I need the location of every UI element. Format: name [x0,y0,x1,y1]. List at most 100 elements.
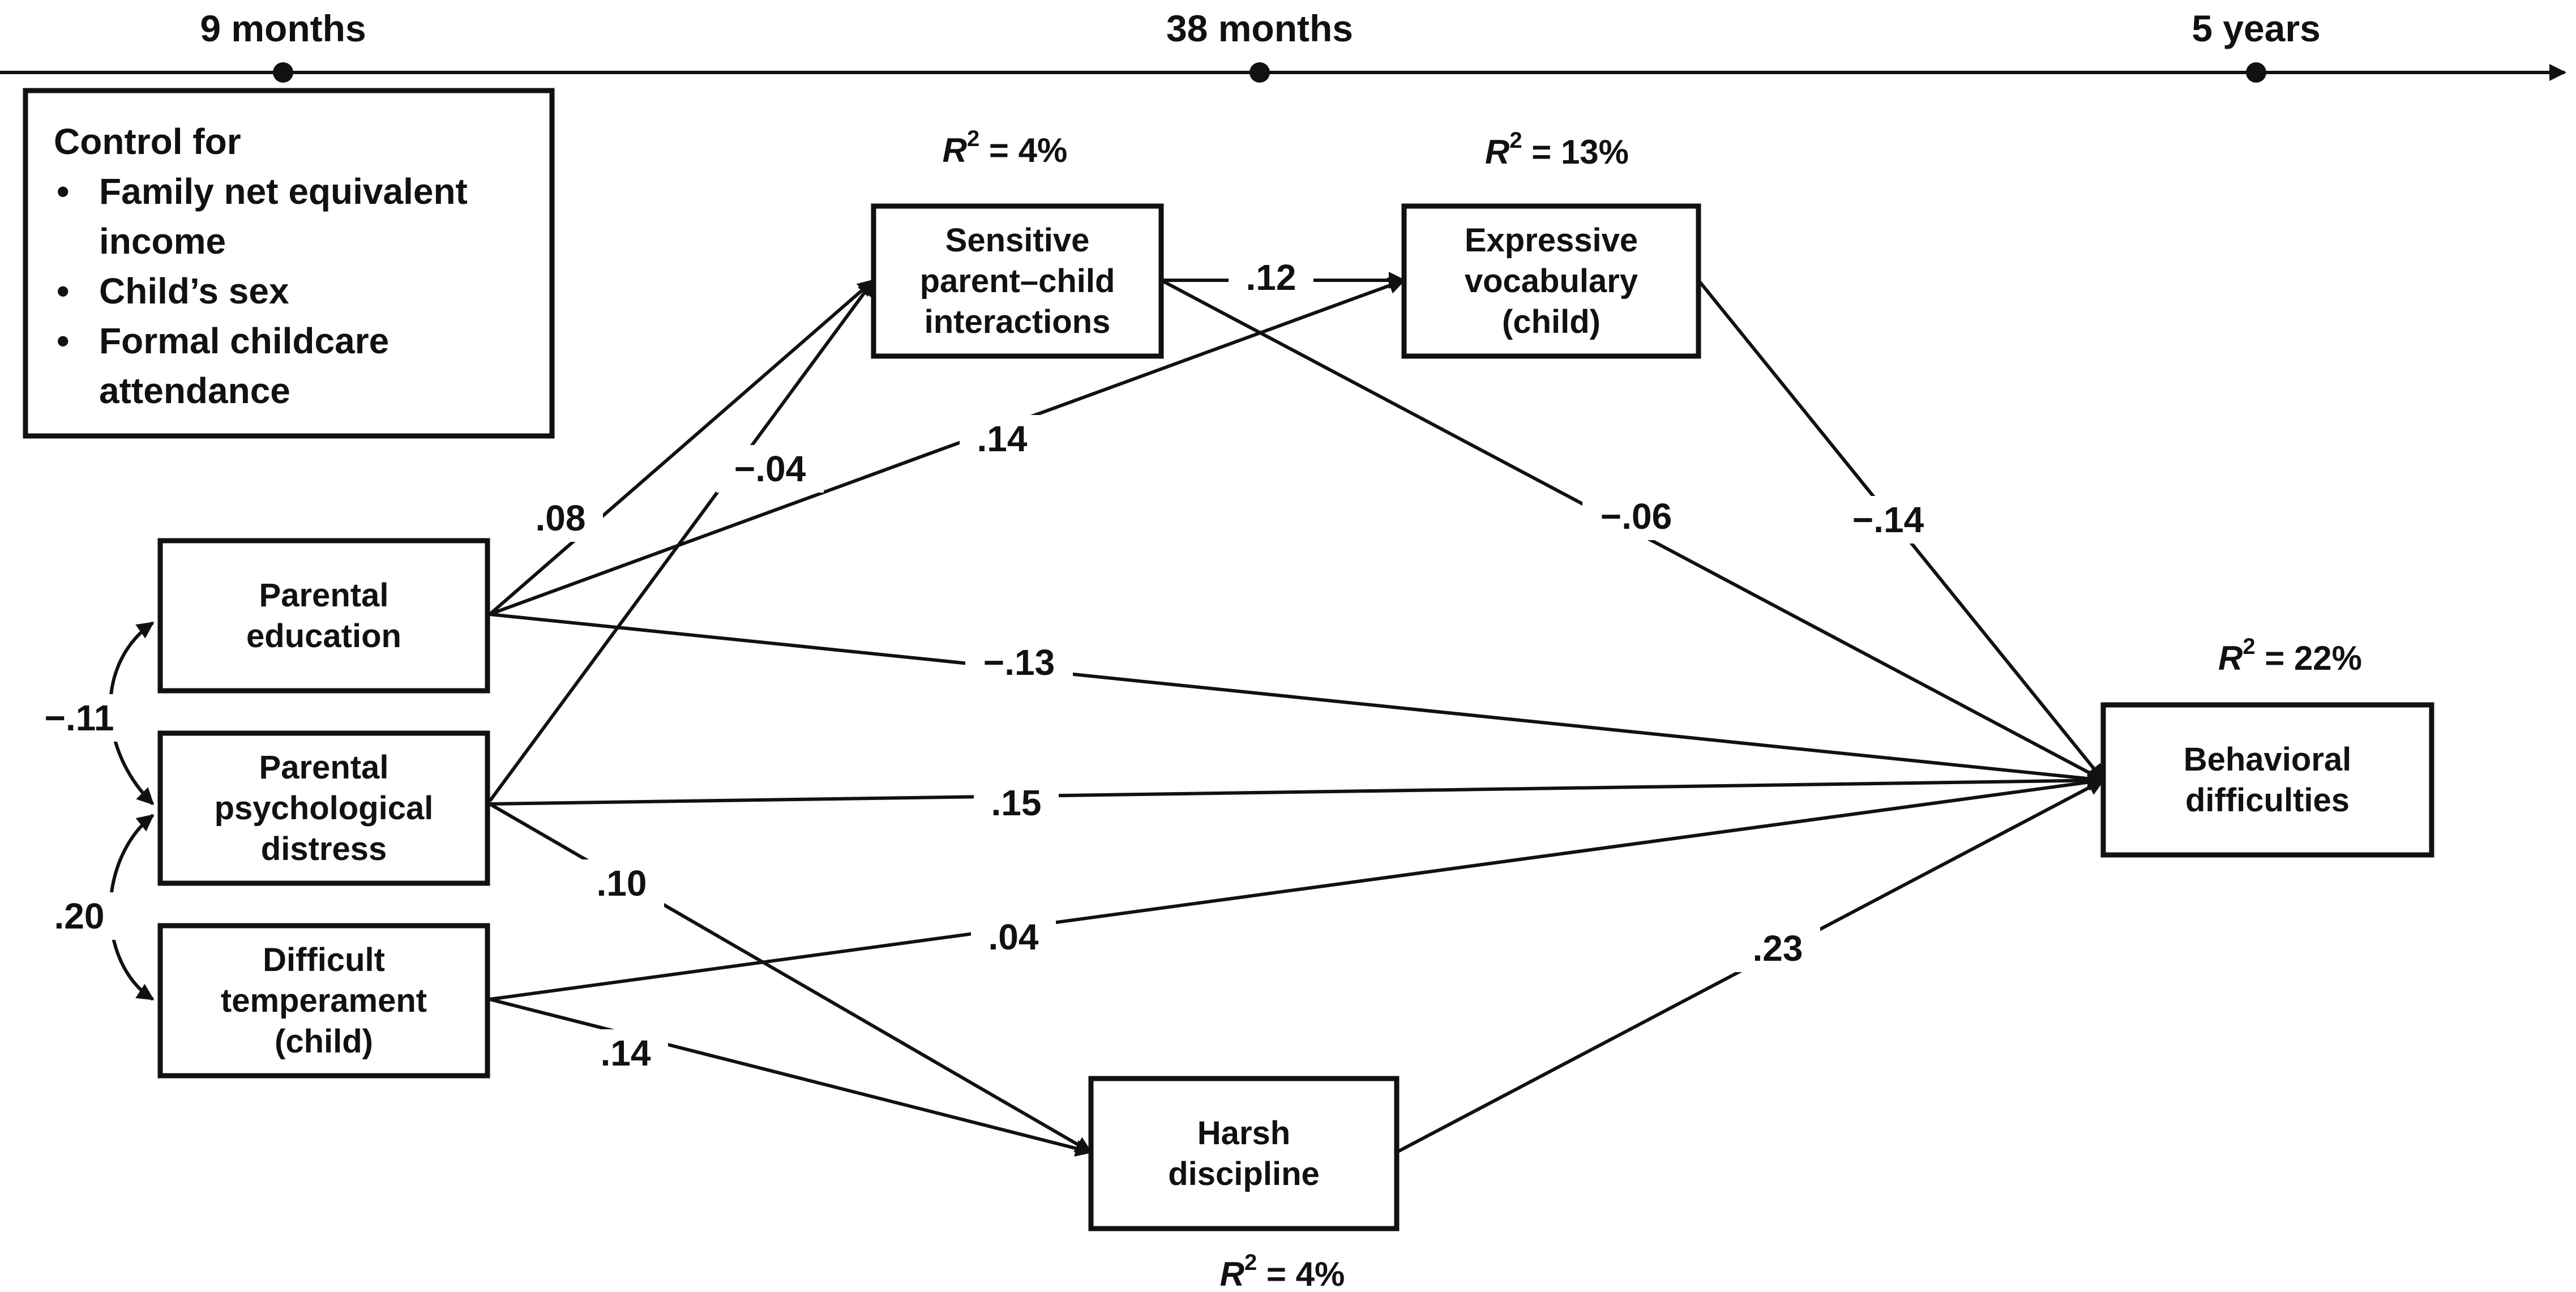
node-difficult-temperament: Difficult temperament (child) [157,923,490,1079]
path-coef-temp-beh: .04 [989,917,1039,957]
node-label-parental-distress-2: distress [261,831,387,867]
correlation-coef-edu-dist-bg [25,694,133,742]
node-label-sensitive-interactions-2: interactions [925,303,1111,340]
path-coef-sens-beh-group: −.06 [1582,493,1690,540]
node-label-behavioral-difficulties-1: difficulties [2185,782,2350,819]
correlation-coef-dist-temp-bg [37,892,122,940]
node-label-parental-distress-1: psychological [215,790,434,827]
node-label-difficult-temperament-2: (child) [275,1023,373,1060]
path-coef-dist-sens-group: −.04 [716,445,824,493]
path-coef-dist-beh: .15 [991,782,1042,823]
timeline-dot-t5y [2246,62,2266,83]
node-label-expressive-vocabulary-2: (child) [1502,303,1601,340]
path-coef-sens-voc-bg [1229,254,1313,301]
path-coef-sens-beh-bg [1582,493,1690,540]
node-label-sensitive-interactions-0: Sensitive [945,222,1090,259]
node-box-parental-distress [157,730,490,886]
path-coef-edu-beh-group: −.13 [965,639,1073,686]
control-bullet-0: • [57,171,69,212]
path-coef-dist-beh-bg [974,779,1059,827]
control-item-2-line-1: attendance [99,370,290,411]
path-coef-dist-sens-bg [716,445,824,493]
node-box-parental-education [157,538,490,694]
control-item-1-line-0: Child’s sex [99,271,289,311]
path-coef-sens-voc: .12 [1246,257,1296,298]
path-arrow-dist-harsh [489,802,1093,1154]
path-coef-edu-voc: .14 [977,418,1028,459]
node-label-parental-education-0: Parental [259,577,389,614]
path-coef-sens-voc-group: .12 [1229,254,1313,301]
node-parental-distress: Parental psychological distress [157,730,490,886]
path-arrow-temp-beh [489,773,2105,1001]
path-arrow-dist-sens [488,279,875,802]
node-harsh-discipline: Harsh discipline [1088,1076,1400,1231]
path-coef-edu-sens: .08 [536,498,586,538]
node-expressive-vocabulary: Expressive vocabulary(child) [1401,203,1701,359]
path-coef-voc-beh: −.14 [1852,499,1924,540]
path-coef-harsh-beh: .23 [1753,928,1803,969]
path-coef-edu-voc-group: .14 [960,415,1045,463]
r2-label-expressive-vocabulary: R2 = 13% [1485,128,1629,171]
path-coef-temp-harsh-group: .14 [583,1029,668,1077]
r2-label-harsh-discipline: R2 = 4% [1220,1250,1345,1292]
node-label-expressive-vocabulary-1: vocabulary [1465,263,1638,300]
control-bullet-1: • [57,271,69,311]
node-box-difficult-temperament [157,923,490,1079]
path-coef-temp-beh-bg [971,913,1056,961]
correlation-coef-edu-dist-group: −.11 [25,694,133,742]
path-coef-harsh-beh-bg [1735,925,1820,972]
control-box-title: Control for [54,121,241,162]
path-coef-temp-harsh-bg [583,1029,668,1077]
control-item-0-line-0: Family net equivalent [99,171,468,212]
node-label-sensitive-interactions-1: parent–child [920,263,1115,300]
path-arrow-edu-voc [489,277,1406,616]
correlation-coef-edu-dist: −.11 [45,698,114,738]
path-coef-harsh-beh-group: .23 [1735,925,1820,972]
path-coef-dist-beh-group: .15 [974,779,1059,827]
node-label-behavioral-difficulties-0: Behavioral [2184,741,2352,778]
path-coef-voc-beh-group: −.14 [1834,496,1942,544]
correlation-coef-dist-temp-group: .20 [37,892,122,940]
variable-boxes: Control for • Family net equivalent income •… [23,88,2434,1231]
path-coef-voc-beh-bg [1834,496,1942,544]
control-box: Control for • Family net equivalent income •… [23,88,555,439]
path-coef-dist-harsh-group: .10 [579,859,664,907]
node-label-harsh-discipline-1: discipline [1168,1156,1320,1192]
r2-label-behavioral-difficulties: R2 = 22% [2218,634,2362,677]
timeline-dot-t9m [273,62,293,83]
control-box-frame [23,88,555,439]
path-arrow-temp-harsh [489,998,1093,1157]
path-coef-dist-harsh-bg [579,859,664,907]
path-coef-dist-harsh: .10 [597,863,647,904]
path-coef-edu-sens-group: .08 [518,494,603,542]
path-arrow-edu-sens [489,279,875,616]
path-coef-edu-voc-bg [960,415,1045,463]
r2-label-sensitive-interactions: R2 = 4% [943,126,1068,169]
path-coef-temp-beh-group: .04 [971,913,1056,961]
path-coef-edu-beh: −.13 [983,642,1055,683]
node-label-expressive-vocabulary-0: Expressive [1465,222,1638,259]
path-coef-temp-harsh: .14 [601,1033,651,1073]
control-item-0-line-1: income [99,221,226,262]
timeline-dot-t38m [1250,62,1270,83]
node-label-parental-distress-0: Parental [259,749,389,786]
control-bullet-2: • [57,320,69,361]
node-box-sensitive-interactions [871,203,1164,359]
node-label-harsh-discipline-0: Harsh [1197,1115,1290,1152]
path-coef-edu-beh-bg [965,639,1073,686]
node-box-harsh-discipline [1088,1076,1400,1231]
node-behavioral-difficulties: Behavioral difficulties [2100,702,2434,858]
correlation-coef-dist-temp: .20 [54,896,105,936]
timeline-label-t5y: 5 years [2192,7,2321,49]
coefficient-labels: .08 −.04 .14 .12 −.06 −.14 −.13 .15 .04 .10 .14 .23… [25,126,2362,1292]
node-label-difficult-temperament-1: temperament [221,982,427,1019]
path-coef-sens-beh: −.06 [1601,496,1672,537]
path-coef-edu-sens-bg [518,494,603,542]
path-arrow-dist-beh [489,772,2105,806]
node-label-difficult-temperament-0: Difficult [263,942,385,978]
path-arrow-edu-beh [489,613,2105,788]
